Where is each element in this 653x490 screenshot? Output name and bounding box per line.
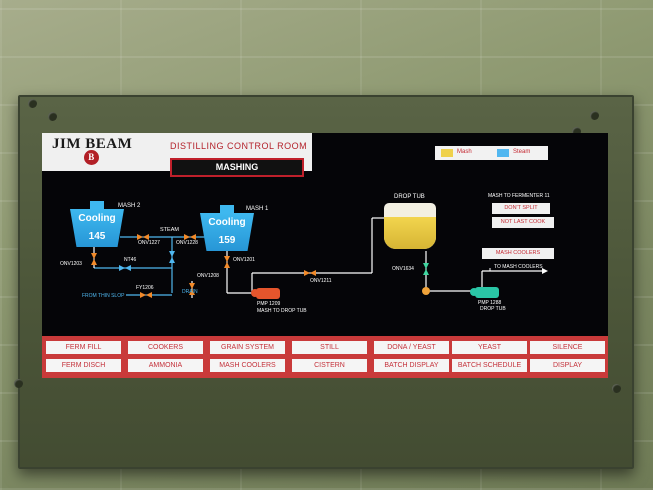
cooker-mash2[interactable]: Cooling 145	[70, 201, 124, 247]
valve-label-onv1203: ONV1203	[60, 261, 82, 267]
bolt-icon	[612, 384, 621, 393]
valve-label-fy1206: FY1206	[136, 285, 154, 291]
drop-tub-small-label: DROP TUB	[480, 306, 506, 312]
steam-swatch	[497, 149, 509, 157]
from-thin-slop-label: FROM THIN SLOP	[82, 293, 125, 299]
still-button[interactable]: STILL	[292, 341, 367, 354]
cooker-state: Cooling	[208, 217, 246, 228]
yeast-button[interactable]: YEAST	[452, 341, 527, 354]
batch-schedule-button[interactable]: BATCH SCHEDULE	[452, 359, 527, 372]
batch-display-button[interactable]: BATCH DISPLAY	[374, 359, 449, 372]
cooker-vessel	[200, 213, 254, 251]
bolt-icon	[572, 127, 581, 136]
cooker-vessel	[70, 209, 124, 247]
cooker-title-mash2: MASH 2	[118, 203, 141, 209]
ferm-disch-button[interactable]: FERM DISCH	[46, 359, 121, 372]
dont-split-button[interactable]: DON'T SPLIT	[492, 203, 550, 214]
ammonia-button[interactable]: AMMONIA	[128, 359, 203, 372]
valve-label-onv1228: ONV1228	[176, 240, 198, 246]
to-mash-coolers-label: TO MASH COOLERS	[494, 264, 543, 270]
logo-seal-icon: B	[84, 150, 99, 165]
valve-label-nt46: NT46	[124, 257, 137, 263]
cooker-title-mash1: MASH 1	[246, 206, 269, 212]
cooker-mash1[interactable]: Cooling 159	[200, 205, 254, 251]
drop-tub-shell	[384, 203, 436, 249]
mash-coolers-button[interactable]: MASH COOLERS	[210, 359, 285, 372]
pump-label-pmp1288: PMP 1288	[478, 300, 502, 306]
mode-label: MASHING	[170, 158, 304, 177]
silence-button[interactable]: SILENCE	[530, 341, 605, 354]
pump-1288-icon	[475, 287, 499, 298]
pump-label-pmp1209: PMP 1209	[257, 301, 281, 307]
process-diagram	[91, 217, 548, 299]
navigation-button-panel: FERM FILL COOKERS GRAIN SYSTEM STILL DON…	[42, 336, 608, 378]
not-last-cook-button[interactable]: NOT LAST COOK	[492, 217, 554, 228]
cooker-cap	[220, 205, 234, 214]
cooker-cap	[90, 201, 104, 210]
valve-label-onv1227: ONV1227	[138, 240, 160, 246]
cooker-temperature: 159	[218, 235, 236, 246]
ferm-fill-button[interactable]: FERM FILL	[46, 341, 121, 354]
valve-label-onv1201: ONV1201	[233, 257, 255, 263]
title-bar: JIM BEAM B DISTILLING CONTROL ROOM MASHI…	[42, 133, 312, 177]
valve-label-onv1208: ONV1208	[197, 273, 219, 279]
jim-beam-logo: JIM BEAM B	[52, 136, 134, 168]
drop-tub-vessel[interactable]	[384, 203, 436, 253]
bolt-icon	[14, 379, 23, 388]
legend-steam-label: Steam	[513, 149, 531, 155]
legend: Mash Steam	[435, 146, 548, 160]
mash-coolers-side-button[interactable]: MASH COOLERS	[482, 248, 554, 259]
hmi-screen: JIM BEAM B DISTILLING CONTROL ROOM MASHI…	[42, 133, 608, 378]
bolt-icon	[28, 99, 37, 108]
valve-icon	[91, 234, 316, 298]
valve-icon	[423, 263, 429, 275]
valve-label-onv1634: ONV1634	[392, 266, 414, 272]
cooker-temperature: 145	[88, 231, 106, 242]
mash-to-drop-tub-label: MASH TO DROP TUB	[257, 308, 307, 314]
mash-to-fermenter-label: MASH TO FERMENTER 11	[488, 193, 550, 199]
valve-icon	[119, 251, 175, 271]
page-title: DISTILLING CONTROL ROOM	[170, 141, 308, 151]
bolt-icon	[590, 111, 599, 120]
steam-label: STEAM	[160, 227, 179, 233]
pump-1209-icon	[256, 288, 280, 299]
display-button[interactable]: DISPLAY	[530, 359, 605, 372]
cistern-button[interactable]: CISTERN	[292, 359, 367, 372]
valve-label-onv1211: ONV1211	[310, 278, 332, 284]
mash-swatch	[441, 149, 453, 157]
grain-system-button[interactable]: GRAIN SYSTEM	[210, 341, 285, 354]
bolt-icon	[48, 112, 57, 121]
legend-mash-label: Mash	[457, 149, 472, 155]
cooker-state: Cooling	[78, 213, 116, 224]
cookers-button[interactable]: COOKERS	[128, 341, 203, 354]
drop-tub-title: DROP TUB	[394, 194, 425, 200]
junction-icon	[422, 287, 430, 295]
drop-tub-level	[384, 216, 436, 249]
dona-yeast-button[interactable]: DONA / YEAST	[374, 341, 449, 354]
arrow-icon	[542, 268, 548, 274]
drain-label: DRAIN	[182, 289, 198, 295]
